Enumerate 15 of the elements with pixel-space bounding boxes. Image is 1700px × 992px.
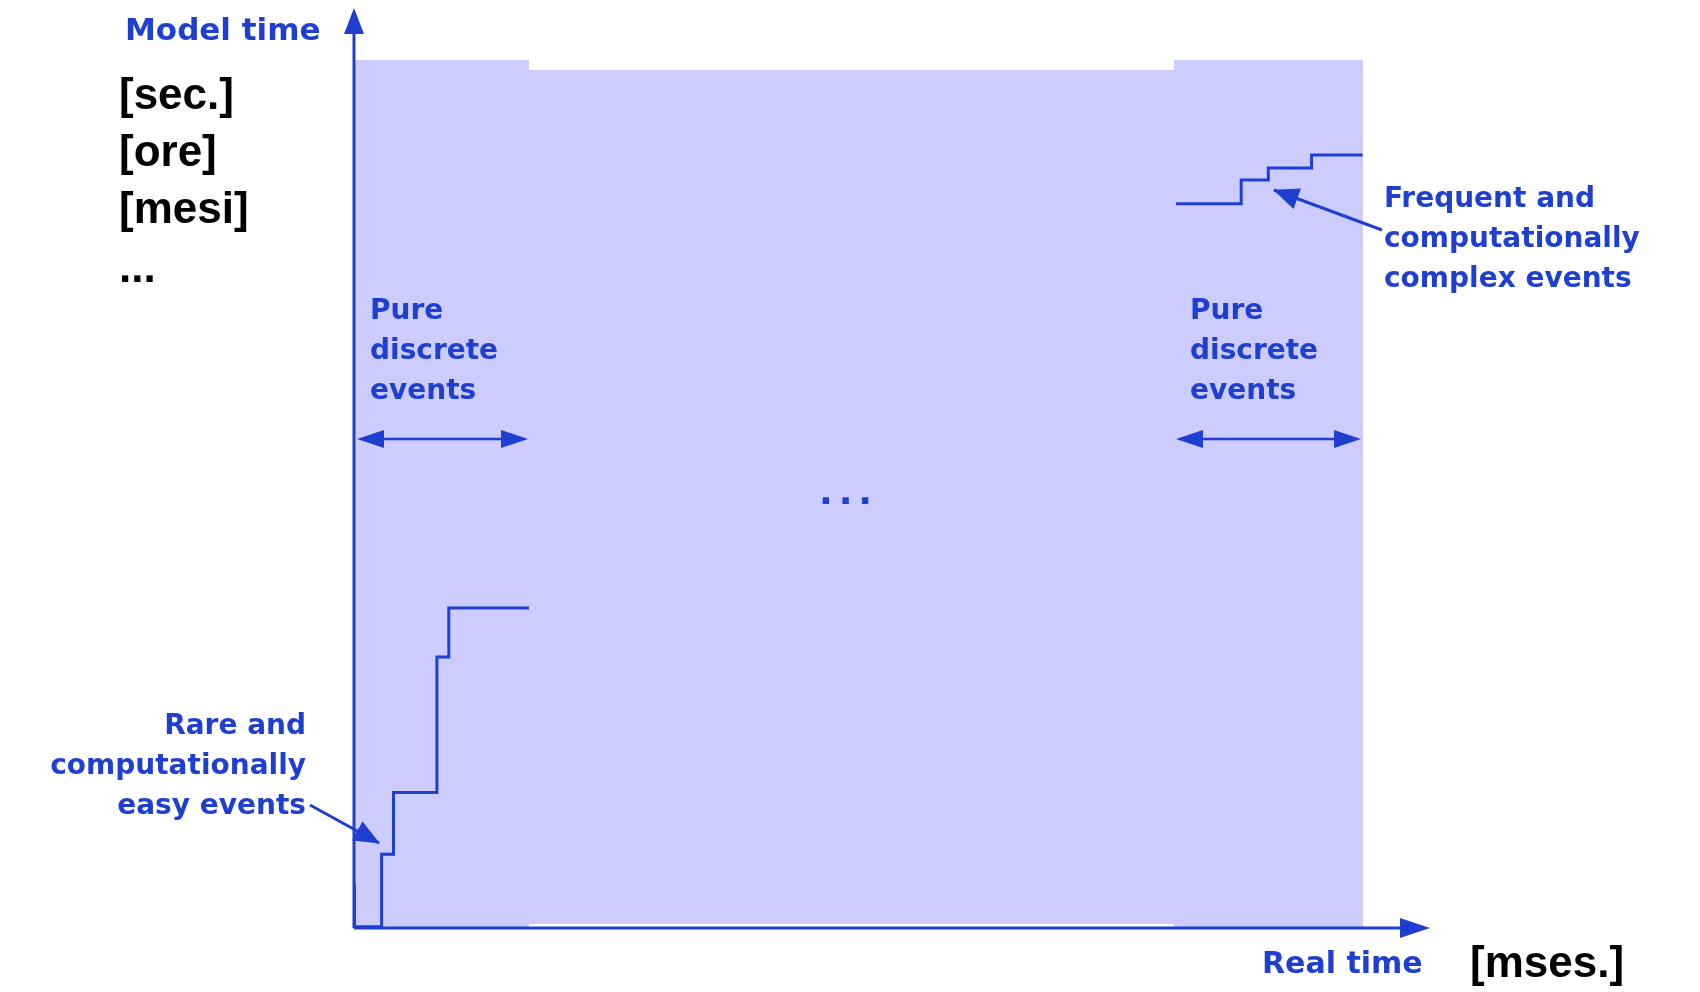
band-label: Pure discrete events [370, 292, 500, 408]
unit-label: [sec.] [119, 72, 234, 116]
annotation-text: Rare and computationally easy events [0, 705, 306, 825]
ellipsis: ... [819, 472, 879, 512]
time-band [354, 60, 529, 928]
annotation-text: Frequent and computationally complex events [1384, 178, 1694, 298]
leader-arrow [309, 803, 380, 845]
axis-title: Model time [125, 14, 321, 45]
ellipsis: ... [119, 245, 156, 289]
time-band [1174, 60, 1363, 928]
band-label: Pure discrete events [1190, 292, 1320, 408]
unit-label: [ore] [119, 129, 217, 173]
unit-label: [mses.] [1470, 940, 1625, 984]
unit-label: [mesi] [119, 186, 249, 230]
axis-title: Real time [1262, 948, 1423, 978]
